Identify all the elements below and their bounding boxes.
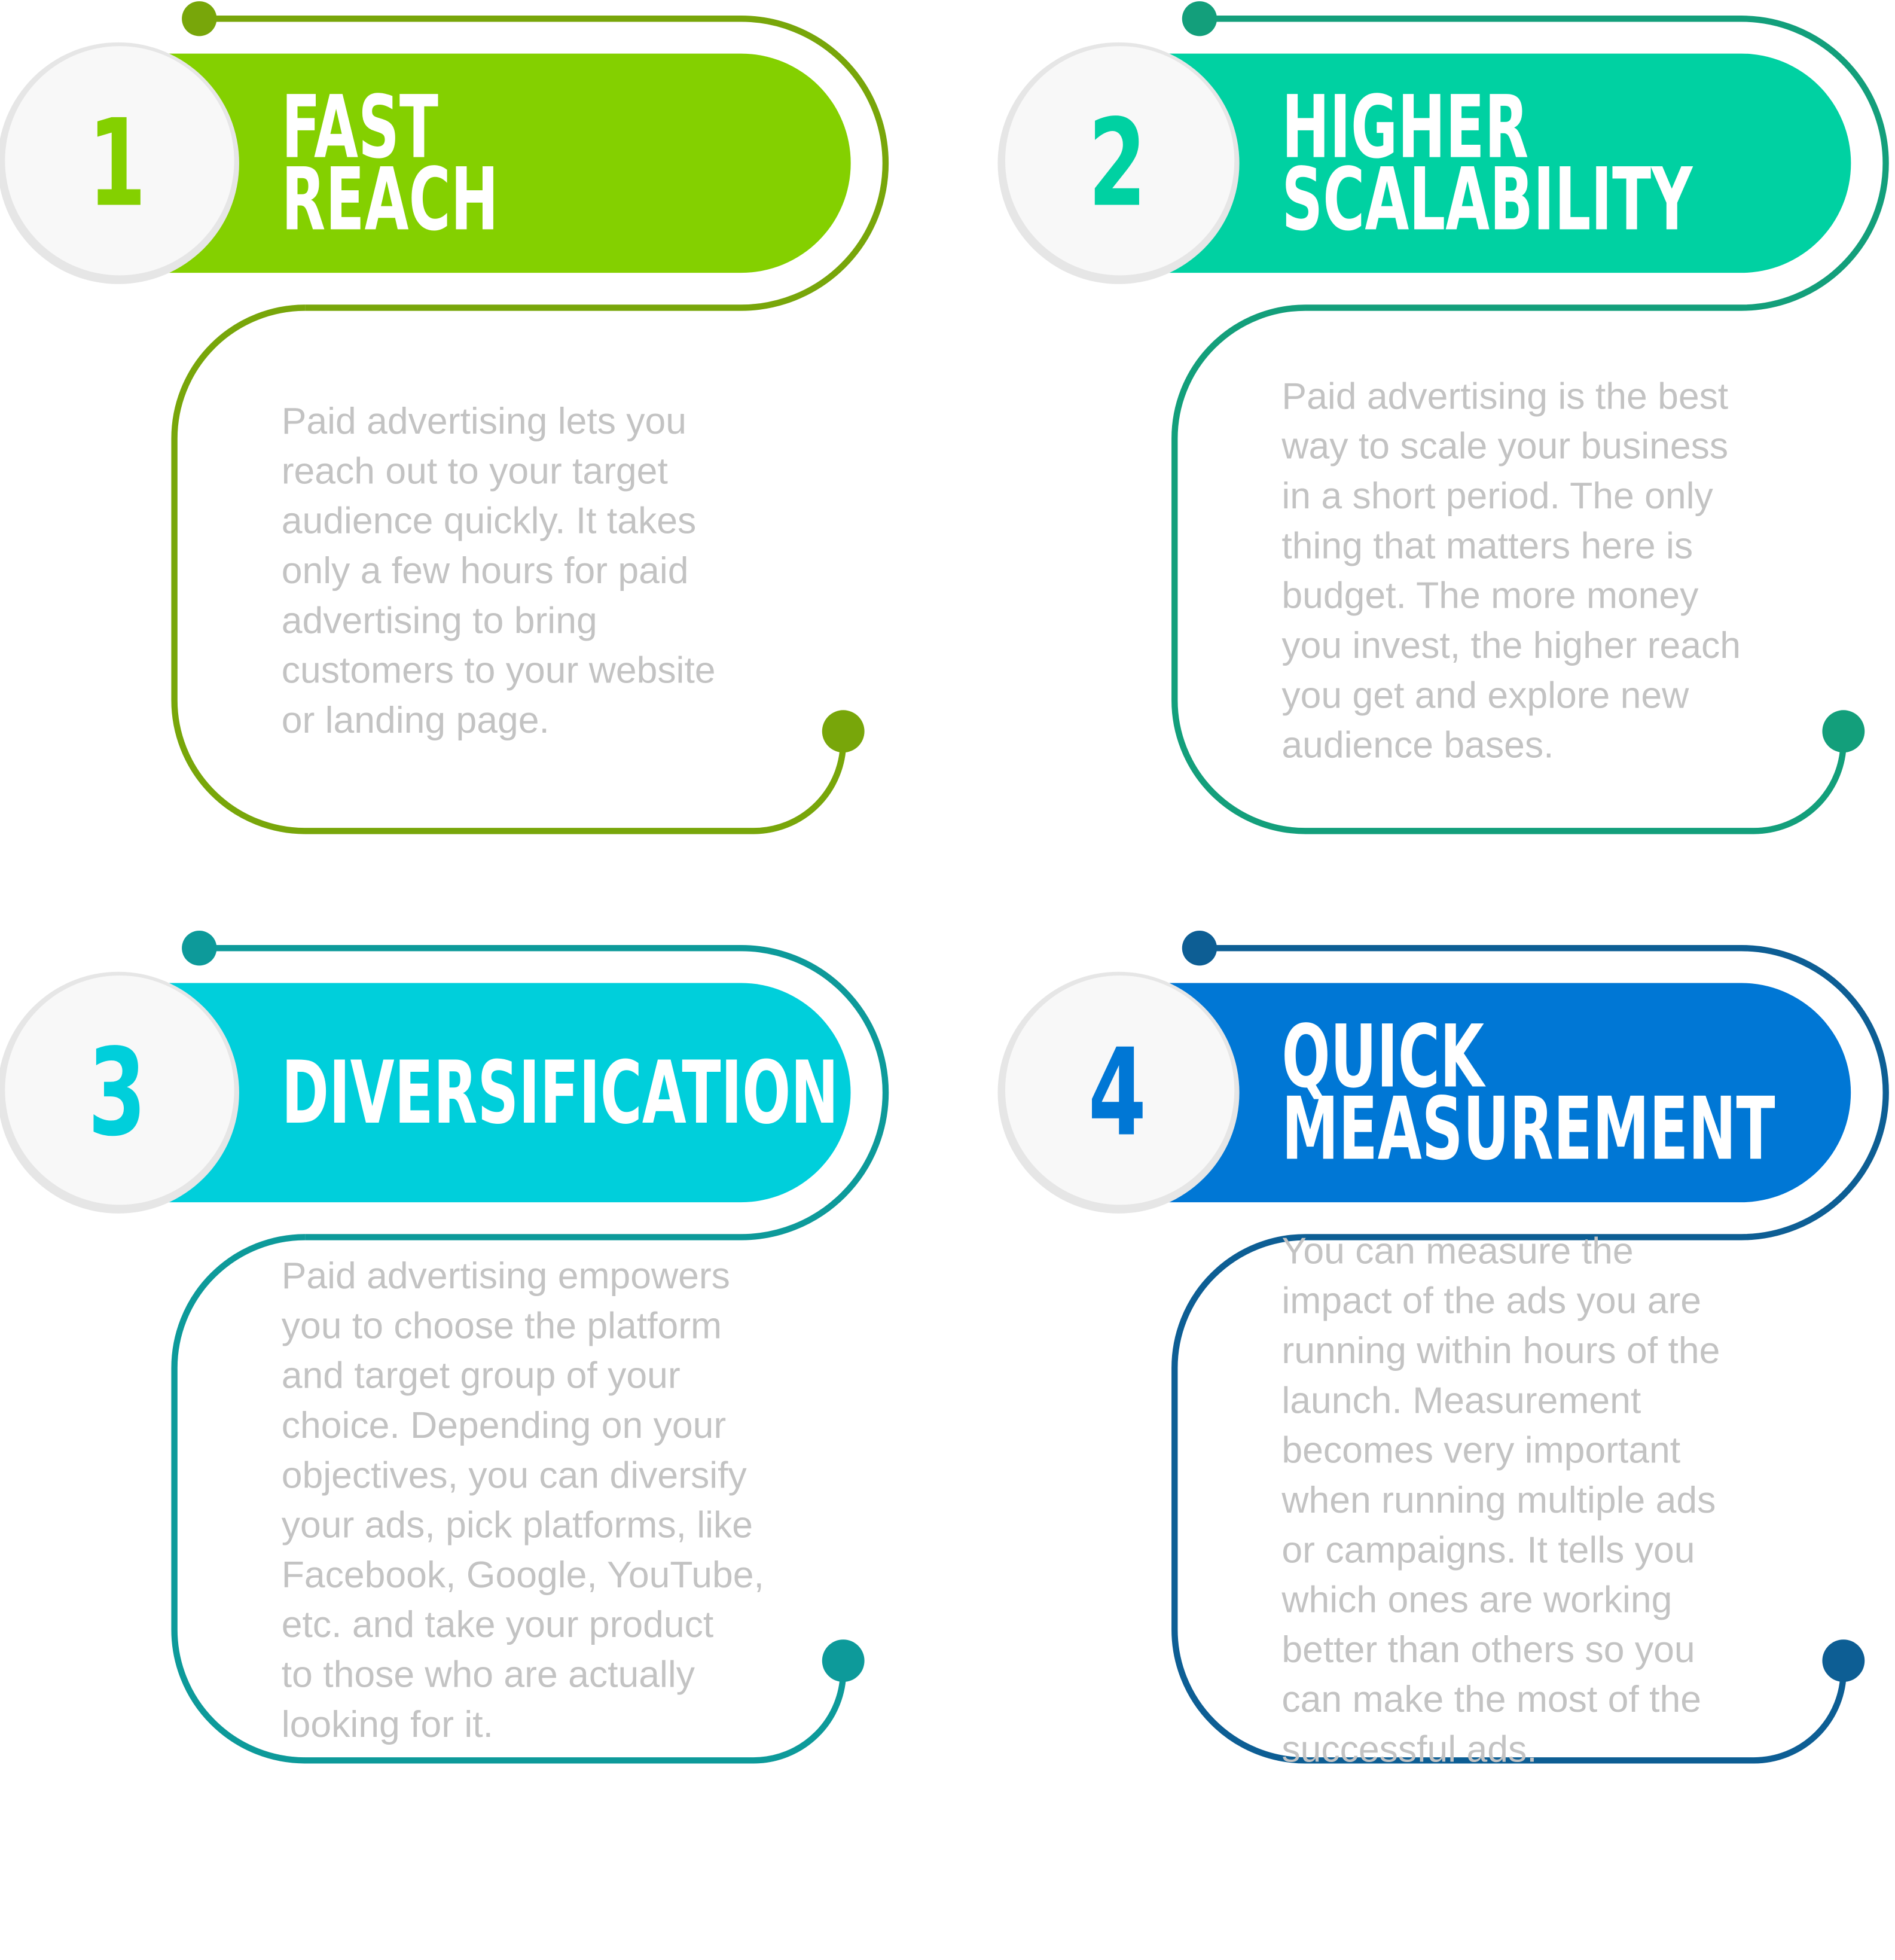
connector-dot-top — [182, 931, 217, 966]
card-title-line: QUICK — [1281, 1006, 1486, 1107]
number-badge — [5, 975, 234, 1205]
card-body-line: way to scale your business — [1281, 425, 1728, 467]
body-outline — [171, 304, 847, 834]
card-body-line: You can measure the — [1281, 1230, 1633, 1272]
card-body-line: and target group of your — [282, 1355, 681, 1397]
card-body-line: objectives, you can diversify — [282, 1454, 747, 1496]
card-body-line: when running multiple ads — [1281, 1479, 1716, 1521]
card-title-line: REACH — [282, 149, 499, 250]
body-outline — [1171, 304, 1847, 834]
connector-dot-bottom — [1822, 710, 1865, 753]
card-title-line: SCALABILITY — [1281, 149, 1693, 250]
card-body-line: you to choose the platform — [282, 1304, 722, 1346]
card-title-line: HIGHER — [1281, 77, 1528, 178]
card-body-line: etc. and take your product — [282, 1604, 713, 1645]
card-body-line: audience quickly. It takes — [282, 500, 697, 542]
card-body-line: budget. The more money — [1281, 575, 1699, 617]
connector-dot-top — [1182, 931, 1217, 966]
connector-dot-bottom — [1822, 1639, 1865, 1682]
card-body-line: running within hours of the — [1281, 1330, 1720, 1371]
card-body-line: launch. Measurement — [1281, 1379, 1641, 1421]
card-body-line: audience bases. — [1281, 724, 1554, 766]
connector-dot-bottom — [822, 1639, 865, 1682]
connector-line-top — [199, 944, 889, 1240]
card-number: 3 — [88, 1023, 146, 1163]
card-body-line: in a short period. The only — [1281, 475, 1713, 517]
card-body-line: impact of the ads you are — [1281, 1280, 1701, 1322]
card-body-line: better than others so you — [1281, 1629, 1695, 1671]
card-body-line: Paid advertising empowers — [282, 1255, 730, 1297]
card-number: 2 — [1088, 93, 1146, 234]
card-body-line: your ads, pick platforms, like — [282, 1504, 753, 1546]
title-banner — [161, 53, 851, 273]
card-body-line: thing that matters here is — [1281, 525, 1693, 566]
body-outline — [1171, 1234, 1847, 1764]
connector-line-top — [1199, 944, 1889, 1240]
connector-dot-top — [182, 1, 217, 36]
card-body-line: reach out to your target — [282, 450, 668, 492]
card-body-line: to those who are actually — [282, 1654, 695, 1696]
card-number: 4 — [1088, 1023, 1146, 1163]
connector-line-top — [1199, 16, 1889, 311]
card-body-line: or campaigns. It tells you — [1281, 1529, 1695, 1571]
body-outline — [171, 1234, 847, 1764]
card-title-line: MEASUREMENT — [1281, 1078, 1775, 1179]
card-body-line: or landing page. — [282, 699, 550, 741]
card-body-line: Paid advertising is the best — [1281, 375, 1728, 417]
card-body-line: which ones are working — [1281, 1579, 1672, 1621]
card-body-line: you get and explore new — [1281, 674, 1689, 716]
title-banner — [1162, 983, 1851, 1203]
card-title-line: DIVERSIFICATION — [282, 1042, 839, 1143]
card-body-line: looking for it. — [282, 1703, 493, 1745]
connector-dot-top — [1182, 1, 1217, 36]
card-body-line: successful ads. — [1281, 1729, 1537, 1770]
card-body-line: Paid advertising lets you — [282, 400, 686, 442]
connector-line-top — [199, 16, 889, 311]
card-body-line: you invest, the higher reach — [1281, 624, 1741, 666]
card-title-line: FAST — [282, 77, 438, 178]
connector-dot-bottom — [822, 710, 865, 753]
card-3: 3 DIVERSIFICATION Paid advertising empower… — [0, 931, 889, 1764]
card-body-line: advertising to bring — [282, 599, 597, 641]
card-body-line: Facebook, Google, YouTube, — [282, 1554, 764, 1596]
card-body-line: becomes very important — [1281, 1429, 1680, 1471]
number-badge — [1005, 975, 1235, 1205]
card-body-line: customers to your website — [282, 650, 716, 691]
title-banner — [161, 983, 851, 1203]
card-body-line: can make the most of the — [1281, 1678, 1701, 1720]
card-number: 1 — [88, 93, 146, 234]
card-body-line: only a few hours for paid — [282, 550, 689, 592]
title-banner — [1162, 53, 1851, 273]
number-badge — [5, 46, 234, 276]
number-badge — [1005, 46, 1235, 276]
card-body-line: choice. Depending on your — [282, 1404, 726, 1446]
